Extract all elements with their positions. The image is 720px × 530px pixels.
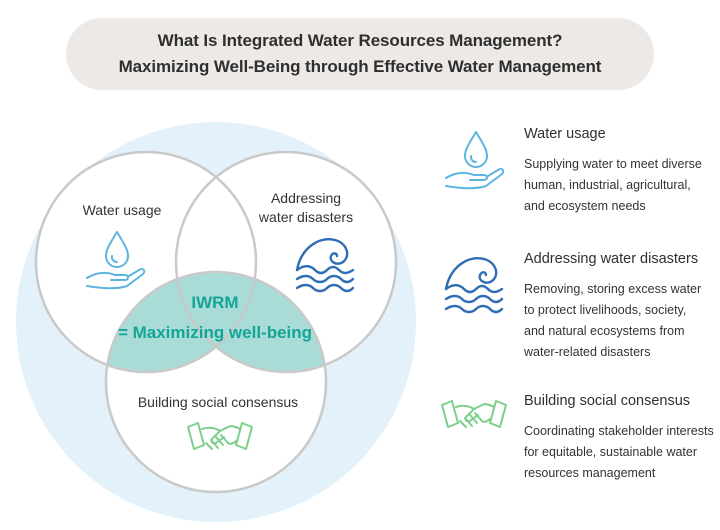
legend-title-consensus: Building social consensus: [524, 393, 691, 409]
legend-desc-line: Coordinating stakeholder interests: [524, 424, 714, 438]
title-banner: What Is Integrated Water Resources Manag…: [66, 18, 654, 90]
center-label-iwrm: IWRM: [191, 293, 238, 312]
legend-desc-line: human, industrial, agricultural,: [524, 178, 691, 192]
title-line-2: Maximizing Well-Being through Effective …: [118, 57, 602, 76]
legend-desc-line: resources management: [524, 466, 656, 480]
venn-label-consensus: Building social consensus: [138, 394, 298, 410]
legend-item-consensus: Building social consensus Coordinating s…: [440, 393, 714, 513]
center-region-a: [106, 272, 256, 372]
legend-item-disasters: Addressing water disasters Removing, sto…: [440, 251, 710, 371]
legend-desc-disasters: Removing, storing excess water to protec…: [524, 279, 701, 363]
handshake-icon: [441, 400, 507, 428]
legend-desc-line: Supplying water to meet diverse: [524, 157, 702, 171]
legend-item-water-usage: Water usage Supplying water to meet dive…: [440, 126, 710, 246]
legend-title-disasters: Addressing water disasters: [524, 251, 699, 267]
legend-desc-line: for equitable, sustainable water: [524, 445, 698, 459]
water-drop-hand-icon: [86, 231, 146, 290]
title-line-1: What Is Integrated Water Resources Manag…: [157, 31, 563, 50]
legend-desc-water-usage: Supplying water to meet diverse human, i…: [524, 154, 702, 217]
handshake-icon: [187, 422, 253, 450]
venn-label-disasters-2: water disasters: [258, 209, 353, 225]
legend-desc-line: and ecosystem needs: [524, 199, 646, 213]
legend-desc-consensus: Coordinating stakeholder interests for e…: [524, 421, 714, 484]
venn-label-disasters-1: Addressing: [271, 190, 341, 206]
water-drop-hand-icon: [445, 131, 505, 190]
circle-disasters: [174, 150, 398, 374]
legend-desc-line: water-related disasters: [524, 345, 651, 359]
legend-desc-line: and natural ecosystems from: [524, 324, 685, 338]
wave-icon: [295, 238, 355, 293]
legend-desc-line: to protect livelihoods, society,: [524, 303, 687, 317]
legend-desc-line: Removing, storing excess water: [524, 282, 702, 296]
wave-icon: [444, 257, 504, 314]
circle-water-usage: [34, 150, 258, 374]
legend-title-water-usage: Water usage: [524, 126, 606, 142]
circle-consensus: [104, 270, 328, 494]
venn-label-water-usage: Water usage: [83, 202, 162, 218]
center-region-b: [176, 272, 326, 372]
center-label-wellbeing: = Maximizing well-being: [118, 323, 312, 342]
